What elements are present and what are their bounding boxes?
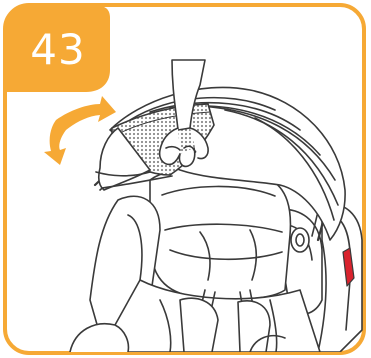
step-number: 43 <box>16 24 100 76</box>
shoulder-pad <box>180 298 218 352</box>
